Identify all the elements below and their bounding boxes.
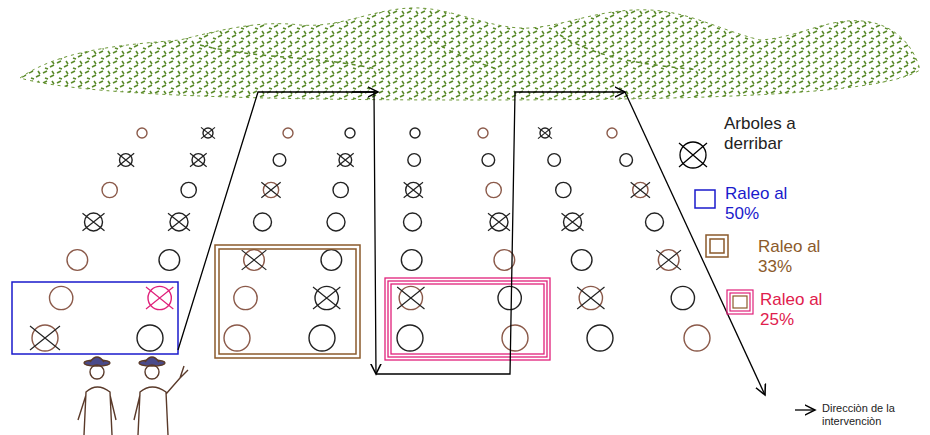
legend-label: Raleo al 25% [760, 290, 845, 329]
forest-hills [20, 8, 920, 100]
direction-label: Direcciòn de la intervenciòn [822, 402, 922, 427]
thinning-boxes [12, 245, 550, 360]
tree-rows [30, 127, 710, 351]
legend-label: Raleo al 50% [725, 184, 810, 223]
direction-arrows [178, 92, 765, 395]
forest-workers [78, 357, 188, 435]
legend-label: Arboles a derribar [724, 114, 834, 153]
legend-label: Raleo al 33% [758, 237, 843, 276]
legend-symbols [679, 142, 815, 410]
